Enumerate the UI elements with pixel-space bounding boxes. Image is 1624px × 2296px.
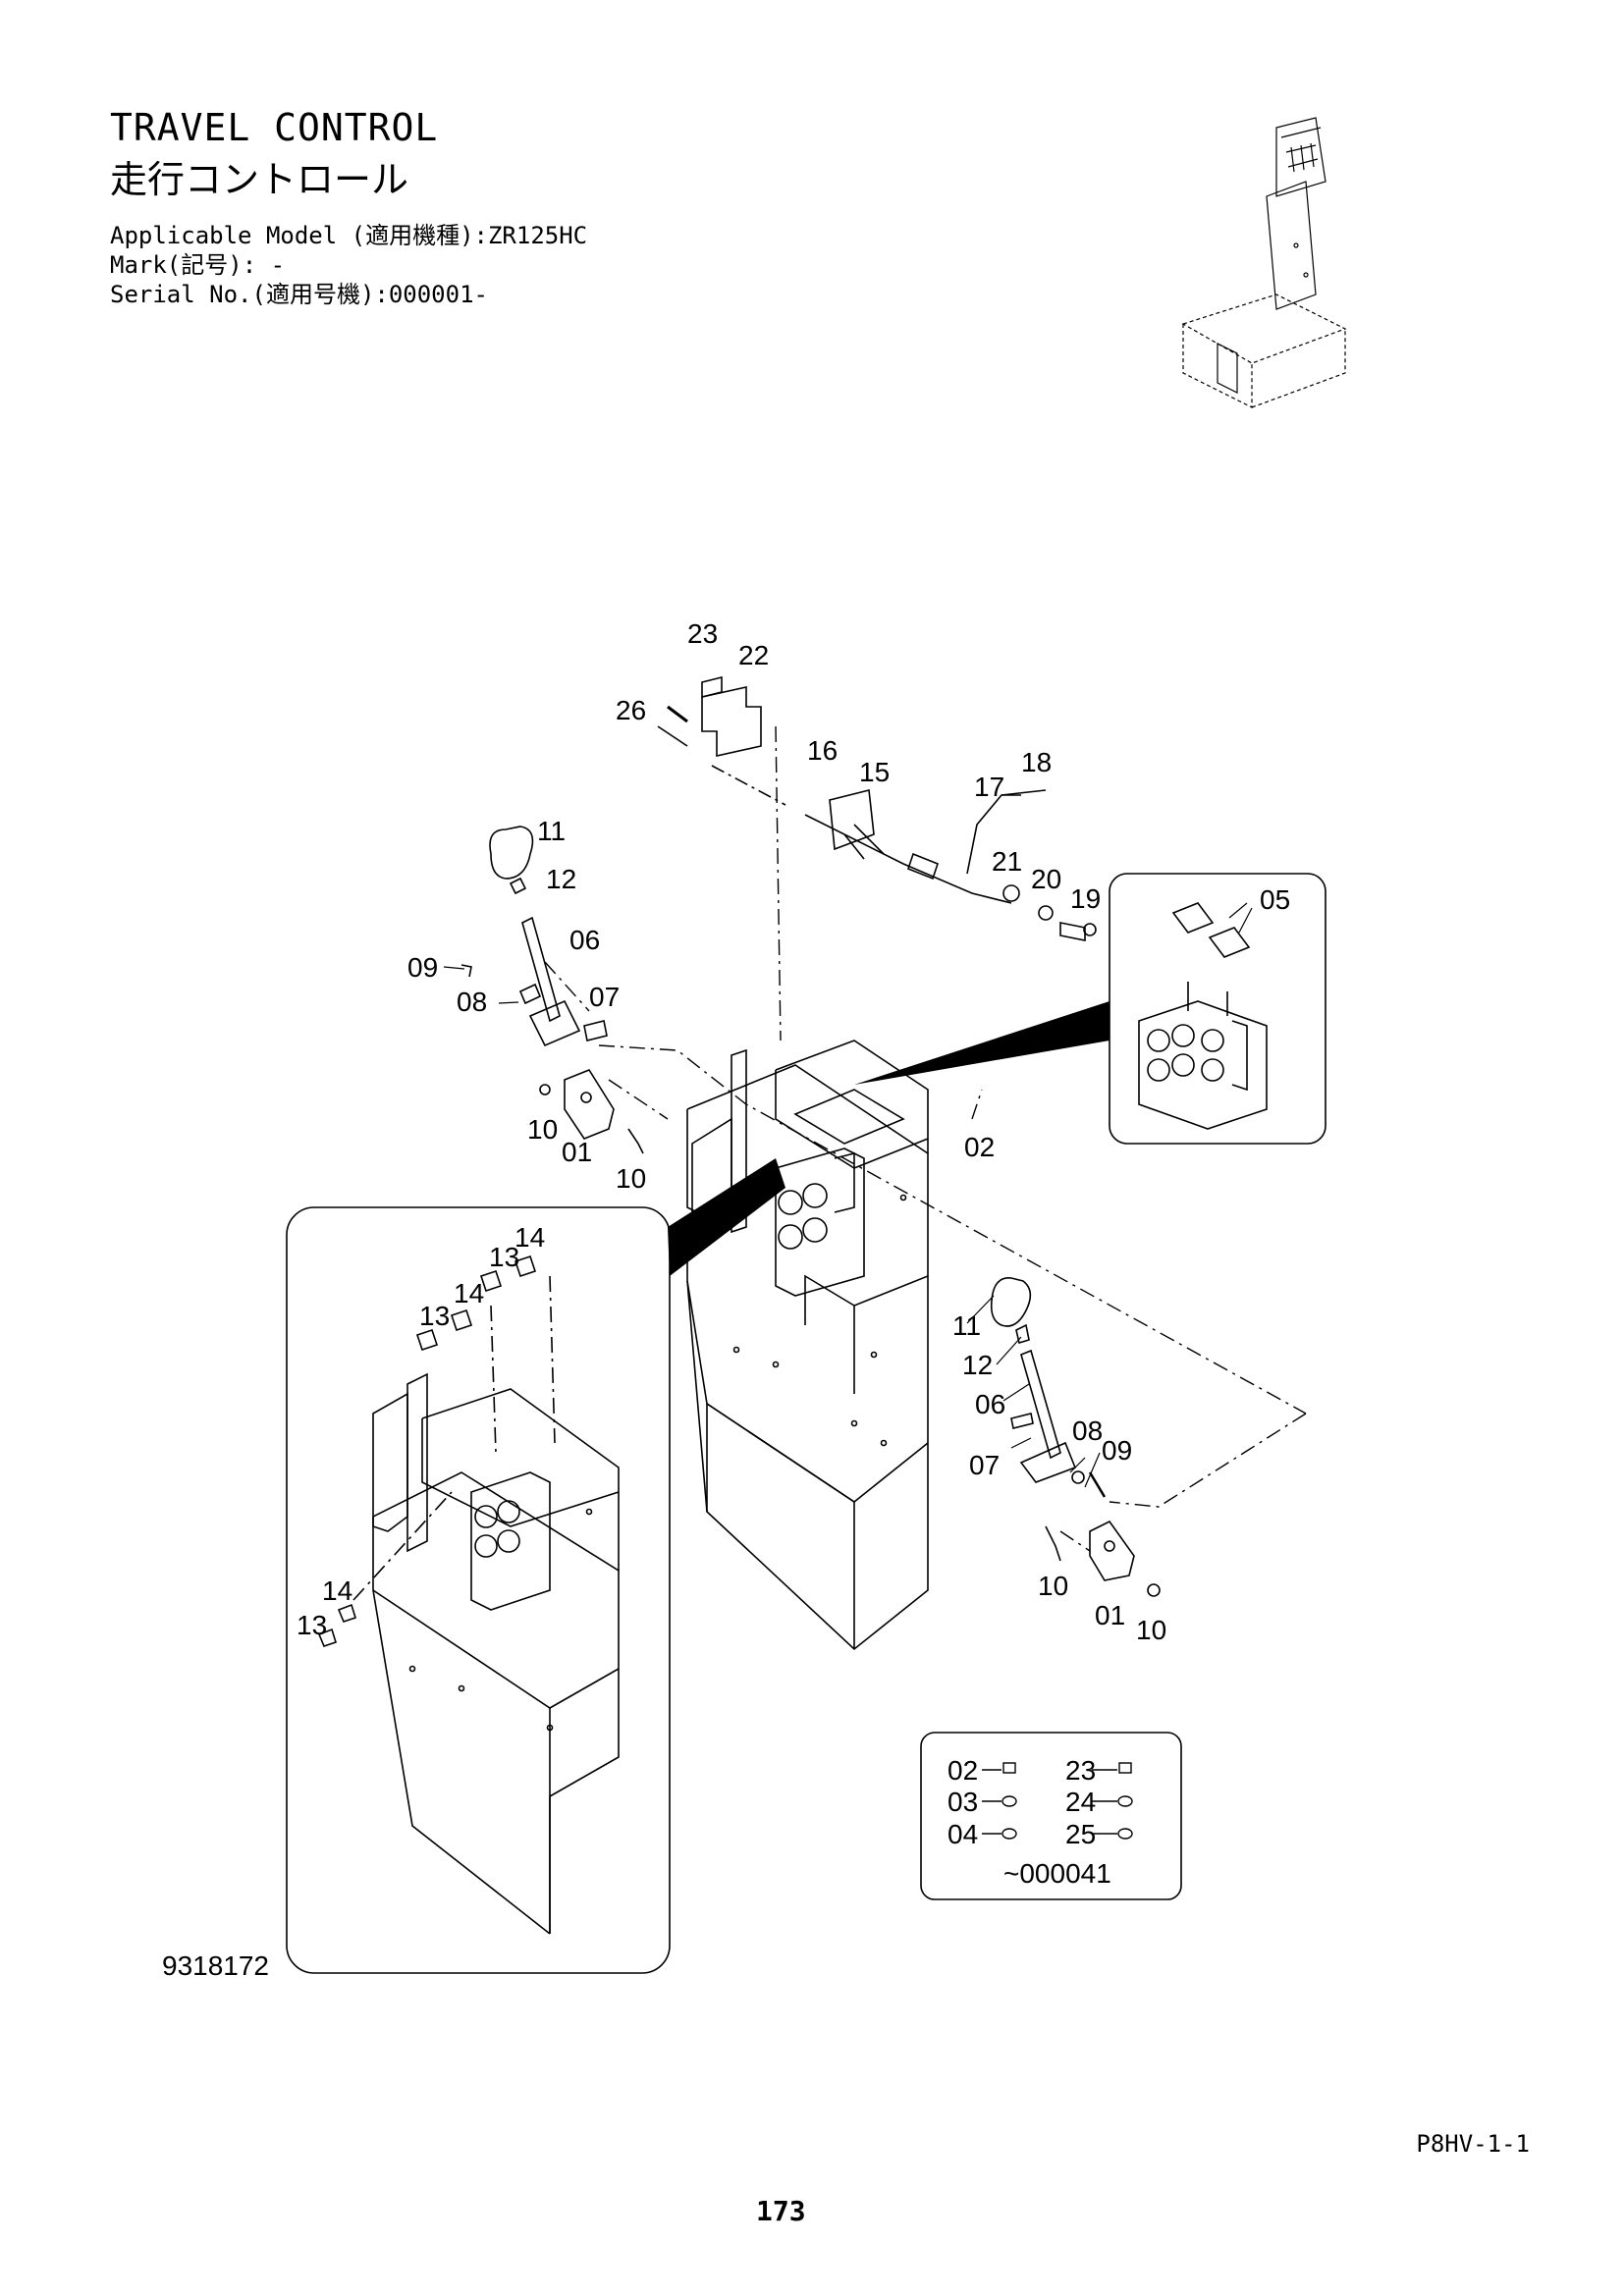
callout-26: 26 xyxy=(616,695,646,725)
legend-item-left: 03 xyxy=(947,1787,978,1817)
locator-thumbnail xyxy=(1181,117,1347,408)
callout-11: 11 xyxy=(537,816,566,846)
drawing-number: 9318172 xyxy=(162,1950,269,1981)
legend-box xyxy=(920,1732,1182,1900)
left-travel-lever xyxy=(460,826,644,1154)
legend-symbols xyxy=(982,1762,1133,1840)
callout-15: 15 xyxy=(859,757,890,787)
callout-14: 14 xyxy=(454,1278,484,1308)
serial-number: Serial No.(適用号機):000001- xyxy=(110,281,488,308)
callout-02: 02 xyxy=(964,1132,995,1162)
callout-08: 08 xyxy=(1072,1415,1103,1446)
callout-11: 11 xyxy=(952,1310,981,1341)
right-travel-lever xyxy=(990,1277,1161,1597)
callout-10: 10 xyxy=(1038,1571,1068,1601)
callout-13: 13 xyxy=(419,1301,450,1331)
callout-09: 09 xyxy=(1102,1435,1132,1466)
inset-pointer-right xyxy=(854,1001,1110,1085)
legend-item-right: 24 xyxy=(1065,1787,1096,1817)
callout-13: 13 xyxy=(297,1610,327,1640)
callout-13: 13 xyxy=(489,1242,519,1272)
mark-label: Mark(記号): - xyxy=(110,251,286,279)
callout-12: 12 xyxy=(546,864,576,894)
legend-item-left: 02 xyxy=(947,1755,978,1786)
page-title-japanese: 走行コントロール xyxy=(110,158,409,201)
callout-17: 17 xyxy=(974,772,1004,802)
callout-10: 10 xyxy=(527,1114,558,1145)
callout-12: 12 xyxy=(962,1350,993,1380)
callout-07: 07 xyxy=(969,1450,1000,1480)
callout-10: 10 xyxy=(616,1163,646,1194)
callout-01: 01 xyxy=(562,1137,592,1167)
applicable-model: Applicable Model (適用機種):ZR125HC xyxy=(110,222,588,249)
page-number: 173 xyxy=(756,2195,806,2227)
callout-22: 22 xyxy=(738,640,769,670)
callout-06: 06 xyxy=(975,1389,1005,1419)
callout-14: 14 xyxy=(322,1575,352,1606)
callout-18: 18 xyxy=(1021,747,1052,777)
callout-20: 20 xyxy=(1031,864,1061,894)
legend-item-left: 04 xyxy=(947,1819,978,1849)
callout-07: 07 xyxy=(589,982,620,1012)
callout-10: 10 xyxy=(1136,1615,1166,1645)
callout-21: 21 xyxy=(992,846,1022,877)
callout-05: 05 xyxy=(1260,884,1290,915)
callout-09: 09 xyxy=(407,952,438,983)
legend-item-right: 23 xyxy=(1065,1755,1096,1786)
legend-serial-range: ~000041 xyxy=(1003,1858,1111,1889)
leader-lines xyxy=(443,902,1253,1488)
page-title: TRAVEL CONTROL xyxy=(110,106,439,149)
callout-23: 23 xyxy=(687,618,718,649)
callout-19: 19 xyxy=(1070,883,1101,914)
callout-08: 08 xyxy=(457,987,487,1017)
callout-01: 01 xyxy=(1095,1600,1125,1630)
console-housing xyxy=(686,1040,929,1651)
callout-06: 06 xyxy=(569,925,600,955)
rod-assembly xyxy=(657,675,1097,941)
inset-pointer-left xyxy=(668,1158,785,1276)
detail-inset-valve xyxy=(1109,873,1326,1145)
detail-inset-console xyxy=(286,1206,671,1974)
legend-item-right: 25 xyxy=(1065,1819,1096,1849)
callout-14: 14 xyxy=(514,1222,545,1253)
callout-16: 16 xyxy=(807,735,838,766)
page-code: P8HV-1-1 xyxy=(1416,2130,1530,2158)
guide-lines xyxy=(544,725,1307,1552)
